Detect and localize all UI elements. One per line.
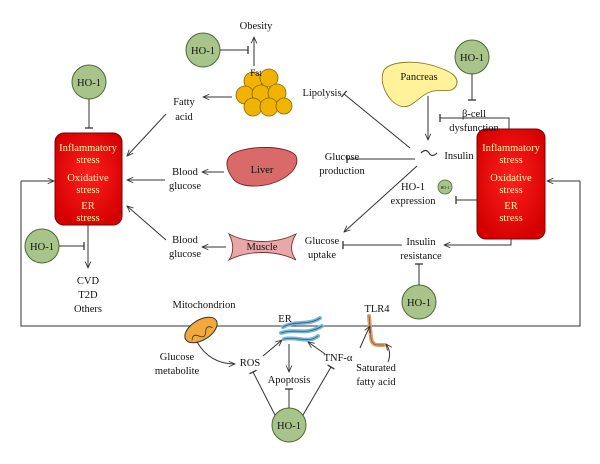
insulin-squiggle-icon xyxy=(420,149,438,157)
fatty-acid-label-1: Fatty xyxy=(173,97,195,108)
blood-glucose-2-to-box-arrow xyxy=(127,206,167,241)
feedback-loop-line xyxy=(20,181,581,327)
saturated-fatty-acid-label-2: fatty acid xyxy=(356,377,396,388)
ho1-node-insulin-resistance: HO-1 xyxy=(401,284,437,320)
muscle-icon: Muscle xyxy=(227,232,298,262)
beta-cell-label-1: β-cell xyxy=(462,109,486,120)
ho1-label: HO-1 xyxy=(30,242,54,253)
tnf-alpha-label: TNF-α xyxy=(324,353,353,364)
lipolysis-label: Lipolysis xyxy=(302,88,341,99)
fat-cluster-icon: Fat xyxy=(235,68,293,117)
glucose-uptake-label-1: Glucose xyxy=(305,236,340,247)
ho1-expression-label-1: HO-1 xyxy=(401,182,425,193)
saturated-to-tlr4-arrow xyxy=(386,344,390,363)
insulin-inhibits-lipolysis xyxy=(340,90,411,149)
ho1-label: HO-1 xyxy=(277,421,301,432)
glucose-production-label-1: Glucose xyxy=(325,152,360,163)
pancreas-label: Pancreas xyxy=(400,72,437,83)
right-box-line1: Inflammatory xyxy=(482,143,540,154)
fat-label: Fat xyxy=(250,68,262,78)
right-box-line2: stress xyxy=(499,155,522,166)
glucose-uptake-label-2: uptake xyxy=(308,250,336,261)
tlr4-to-tnf-arrow xyxy=(359,326,370,349)
ho1-inhibits-ros xyxy=(249,369,276,416)
saturated-fatty-acid-label-1: Saturated xyxy=(356,363,396,374)
tnf-to-er-arrow xyxy=(308,342,326,355)
liver-label: Liver xyxy=(251,165,274,176)
t2d-label: T2D xyxy=(78,290,98,301)
ho1-inhibits-tnf xyxy=(302,364,335,416)
left-box-line5: ER xyxy=(81,201,94,212)
ho1-label: HO-1 xyxy=(460,53,484,64)
tlr4-label: TLR4 xyxy=(364,304,390,315)
left-box-line4: stress xyxy=(76,185,99,196)
box-to-beta-cell-inhibit xyxy=(439,114,510,129)
right-box-line3: Oxidative xyxy=(490,173,532,184)
ho1-node-bottom: HO-1 xyxy=(271,407,307,443)
beta-cell-label-2: dysfunction xyxy=(449,123,499,134)
ho1-expression-small-node: HO-1 xyxy=(437,179,453,195)
mitochondrion-label: Mitochondrion xyxy=(173,300,237,311)
pancreas-icon: Pancreas xyxy=(381,61,458,108)
blood-glucose-1-label-b: glucose xyxy=(169,181,201,192)
blood-glucose-2-label-b: glucose xyxy=(169,249,201,260)
obesity-label: Obesity xyxy=(240,21,273,32)
insulin-resistance-label-2: resistance xyxy=(400,251,442,262)
left-box-line1: Inflammatory xyxy=(59,143,117,154)
ho1-label: HO-1 xyxy=(407,298,431,309)
insulin-label: Insulin xyxy=(444,151,474,162)
ho1-label: HO-1 xyxy=(191,46,215,57)
left-box-line6: stress xyxy=(76,213,99,224)
ros-to-er-arrow xyxy=(262,340,282,357)
mitochondrion-icon xyxy=(184,316,218,344)
insulin-resistance-label-1: Insulin xyxy=(406,237,436,248)
glucose-metabolite-label-1: Glucose xyxy=(160,352,195,363)
ho1-node-fat: HO-1 xyxy=(185,32,221,68)
left-stress-box: Inflammatory stress Oxidative stress ER … xyxy=(54,132,123,226)
right-box-line6: stress xyxy=(499,213,522,224)
er-label: ER xyxy=(278,314,291,325)
right-box-line4: stress xyxy=(499,185,522,196)
right-stress-box: Inflammatory stress Oxidative stress ER … xyxy=(476,128,546,240)
apoptosis-label: Apoptosis xyxy=(268,375,311,386)
liver-icon: Liver xyxy=(226,146,298,187)
glucose-metabolite-label-2: metabolite xyxy=(155,366,200,377)
ros-label: ROS xyxy=(240,358,261,369)
er-icon xyxy=(279,316,324,342)
right-box-line5: ER xyxy=(504,201,517,212)
ho1-label: HO-1 xyxy=(77,78,101,89)
others-label: Others xyxy=(74,304,102,315)
insulin-to-glucose-uptake-arrow xyxy=(344,165,418,232)
blood-glucose-1-label-a: Blood xyxy=(172,167,198,178)
tlr4-receptor-icon xyxy=(367,314,386,347)
fatty-acid-to-box-arrow xyxy=(127,113,167,156)
cvd-label: CVD xyxy=(77,276,100,287)
left-box-line2: stress xyxy=(76,155,99,166)
ho1-node-left-top: HO-1 xyxy=(71,64,107,100)
glucose-production-label-2: production xyxy=(319,166,365,177)
mitochondrion-to-ros-arrow xyxy=(196,341,235,364)
ho1-node-pancreas: HO-1 xyxy=(454,39,490,75)
left-box-line3: Oxidative xyxy=(67,173,109,184)
ho1-node-left-bottom: HO-1 xyxy=(24,228,60,264)
muscle-label: Muscle xyxy=(247,242,278,253)
ho1-small-label: HO-1 xyxy=(440,185,449,190)
ho1-expression-label-2: expression xyxy=(391,196,437,207)
fatty-acid-label-2: acid xyxy=(175,112,193,123)
blood-glucose-2-label-a: Blood xyxy=(172,235,198,246)
box-to-insulin-resistance-arrow xyxy=(444,239,512,245)
